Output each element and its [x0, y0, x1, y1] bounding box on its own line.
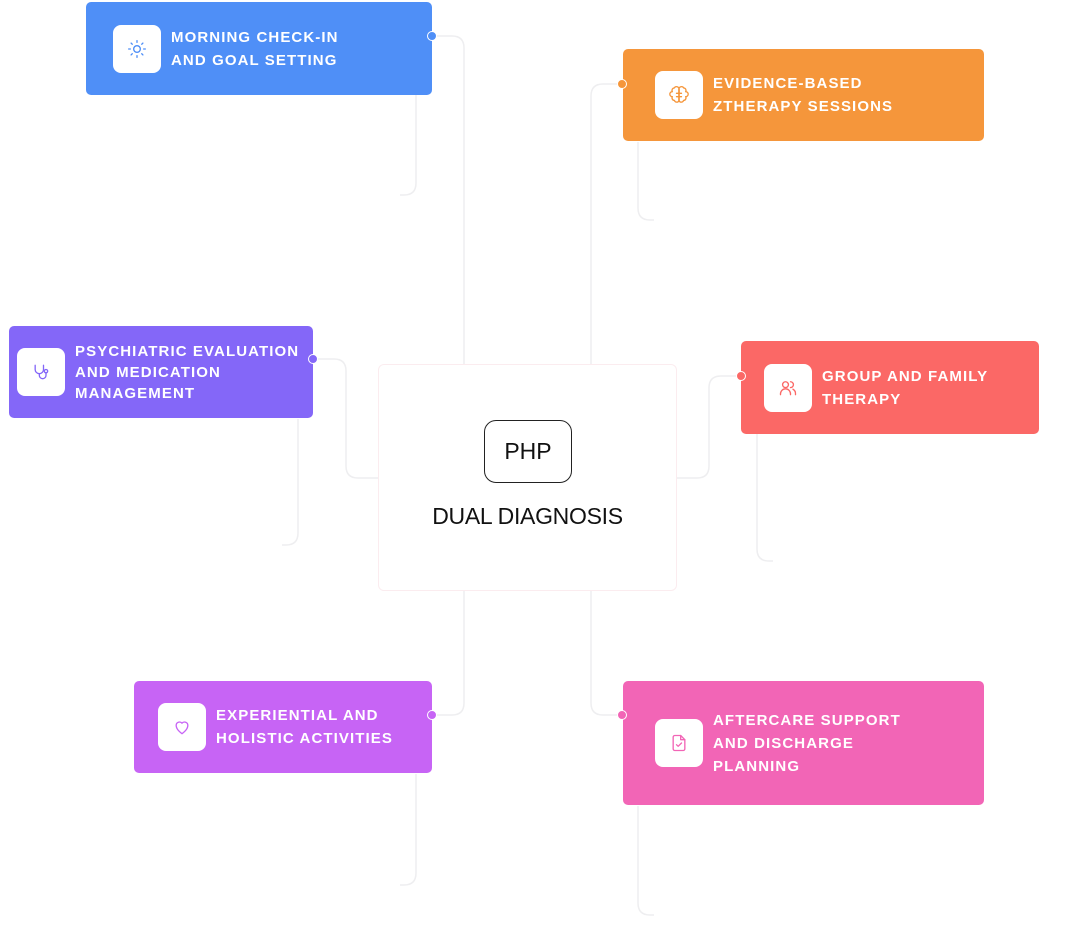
program-badge: PHP: [484, 420, 572, 483]
connector-dot: [308, 354, 318, 364]
icon-box: [655, 719, 703, 767]
icon-box: [655, 71, 703, 119]
file-check-icon: [672, 734, 686, 752]
node-group-family-therapy[interactable]: GROUP AND FAMILY THERAPY: [741, 341, 1039, 434]
node-aftercare-discharge[interactable]: AFTERCARE SUPPORT AND DISCHARGE PLANNING: [623, 681, 984, 805]
connector-aftercare: [590, 591, 622, 716]
node-experiential-holistic[interactable]: EXPERIENTIAL AND HOLISTIC ACTIVITIES: [134, 681, 432, 773]
sun-icon: [127, 39, 146, 58]
descender-experiential: [400, 774, 417, 886]
connector-psychiatric: [313, 358, 378, 479]
connector-dot: [617, 79, 627, 89]
connector-dot: [736, 371, 746, 381]
connector-dot: [427, 710, 437, 720]
node-label: GROUP AND FAMILY THERAPY: [822, 367, 989, 408]
icon-box: [158, 703, 206, 751]
stethoscope-icon: [34, 364, 49, 380]
node-label: MORNING CHECK-IN AND GOAL SETTING: [171, 28, 339, 69]
connector-dot: [617, 710, 627, 720]
connector-therapy: [590, 83, 622, 364]
node-label: AFTERCARE SUPPORT AND DISCHARGE PLANNING: [713, 712, 901, 775]
connector-dot: [427, 31, 437, 41]
descender-group: [756, 434, 773, 562]
descender-psychiatric: [282, 419, 299, 546]
icon-box: [113, 24, 161, 73]
node-psychiatric-evaluation[interactable]: PSYCHIATRIC EVALUATION AND MEDICATION MA…: [9, 326, 313, 418]
connector-group: [677, 375, 741, 479]
heart-icon: [175, 721, 189, 735]
connector-experiential: [432, 591, 465, 716]
connector-morning: [432, 35, 465, 364]
descender-therapy: [637, 142, 654, 221]
brain-icon: [669, 86, 689, 103]
descender-morning: [400, 95, 417, 196]
node-label: EXPERIENTIAL AND HOLISTIC ACTIVITIES: [216, 707, 394, 747]
center-title: DUAL DIAGNOSIS: [432, 503, 623, 529]
center-node: PHP DUAL DIAGNOSIS: [378, 364, 677, 591]
node-morning-check-in[interactable]: MORNING CHECK-IN AND GOAL SETTING: [86, 2, 432, 95]
descender-aftercare: [637, 806, 654, 916]
node-evidence-based-therapy[interactable]: EVIDENCE-BASED ZTHERAPY SESSIONS: [623, 49, 984, 141]
node-label: EVIDENCE-BASED ZTHERAPY SESSIONS: [713, 75, 894, 115]
users-icon: [779, 380, 797, 395]
icon-box: [764, 363, 812, 412]
icon-box: [17, 348, 65, 396]
node-label: PSYCHIATRIC EVALUATION AND MEDICATION MA…: [75, 342, 300, 402]
